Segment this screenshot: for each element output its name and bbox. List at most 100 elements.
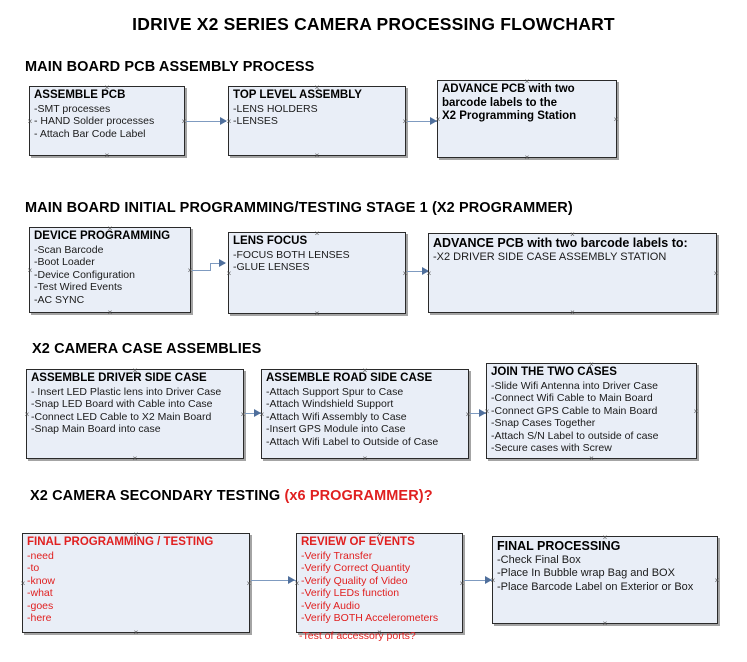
box-line: -Place In Bubble wrap Bag and BOX [497,567,675,580]
box-final-processing[interactable]: FINAL PROCESSING -Check Final Box -Place… [492,536,718,624]
connector-arrow [219,259,226,267]
connection-handle-right[interactable] [713,270,720,277]
section-heading-main-board-initial-programming: MAIN BOARD INITIAL PROGRAMMING/TESTING S… [25,200,573,216]
connector-line [210,263,211,271]
box-line: -Verify BOTH Accelerometers [301,612,439,625]
connection-handle-right[interactable] [613,116,620,123]
box-advance-pcb-programming-station[interactable]: ADVANCE PCB with two barcode labels to t… [437,80,617,158]
box-title: FINAL PROCESSING [497,539,621,553]
box-line: -what [27,587,53,600]
connector-arrow [254,409,261,417]
box-line: -X2 DRIVER SIDE CASE ASSEMBLY STATION [433,251,667,263]
box-line: -goes [27,599,54,612]
box-advance-pcb-driver-side-case[interactable]: ADVANCE PCB with two barcode labels to: … [428,233,717,313]
connector-line [407,121,437,122]
connector-arrow [422,267,429,275]
connection-handle-bottom[interactable] [107,309,114,316]
box-line: -Snap Main Board into case [31,423,161,436]
box-title: LENS FOCUS [233,235,308,247]
connection-handle-bottom[interactable] [132,455,139,462]
box-title: JOIN THE TWO CASES [491,366,617,378]
box-line: -Connect LED Cable to X2 Main Board [31,410,212,423]
section-heading-main-board-pcb-assembly-process: MAIN BOARD PCB ASSEMBLY PROCESS [25,59,315,75]
connection-handle-left[interactable] [27,267,34,274]
connection-handle-left[interactable] [27,118,34,125]
connector-arrow [220,117,227,125]
box-line: -Verify Correct Quantity [301,562,411,575]
box-line: -Attach Wifi Label to Outside of Case [266,435,439,448]
connector-line [192,270,211,271]
box-top-level-assembly[interactable]: TOP LEVEL ASSEMBLY -LENS HOLDERS -LENSES [228,86,406,156]
box-line: -Verify Quality of Video [301,574,408,587]
connection-handle-left[interactable] [24,411,31,418]
box-line: -Secure cases with Screw [491,442,612,455]
box-review-of-events[interactable]: REVIEW OF EVENTS -Verify Transfer -Verif… [296,533,463,633]
box-line: - Attach Bar Code Label [34,127,146,140]
box-assemble-road-side-case[interactable]: ASSEMBLE ROAD SIDE CASE -Attach Support … [261,369,469,459]
box-assemble-driver-side-case[interactable]: ASSEMBLE DRIVER SIDE CASE - Insert LED P… [26,369,244,459]
connector-line [407,271,429,272]
box-title-line2: barcode labels to the [442,96,558,109]
box-title: REVIEW OF EVENTS [301,536,415,548]
box-overflow-line-review-of-events: -Test of accessory ports? [299,630,416,642]
connection-handle-right[interactable] [465,411,472,418]
box-line: -Attach Windshield Support [266,398,394,411]
box-title-line3: X2 Programming Station [442,110,577,122]
connection-handle-left[interactable] [20,580,27,587]
connector-line [464,580,492,581]
connection-handle-bottom[interactable] [569,309,576,316]
box-line: -Check Final Box [497,554,581,566]
box-line: -LENS HOLDERS [233,102,318,115]
box-title: TOP LEVEL ASSEMBLY [233,89,362,101]
box-title: ASSEMBLE ROAD SIDE CASE [266,372,433,384]
box-line: -Attach Support Spur to Case [266,385,404,398]
connector-line [186,121,226,122]
connection-handle-bottom[interactable] [314,310,321,317]
connection-handle-bottom[interactable] [133,629,140,636]
connector-line [470,413,487,414]
connection-handle-bottom[interactable] [362,455,369,462]
box-line: -Boot Loader [34,256,95,269]
box-line: - Insert LED Plastic lens into Driver Ca… [31,385,222,398]
box-device-programming[interactable]: DEVICE PROGRAMMING -Scan Barcode -Boot L… [29,227,191,313]
box-line: -GLUE LENSES [233,261,310,274]
connection-handle-right[interactable] [714,577,721,584]
connection-handle-bottom[interactable] [104,152,111,159]
box-line: -Snap LED Board with Cable into Case [31,398,213,411]
connection-handle-bottom[interactable] [314,152,321,159]
box-line: -Scan Barcode [34,243,104,256]
box-title: ASSEMBLE PCB [34,89,126,101]
box-line: -Place Barcode Label on Exterior or Box [497,580,694,593]
box-title: DEVICE PROGRAMMING [34,230,171,242]
box-title: ASSEMBLE DRIVER SIDE CASE [31,372,207,384]
box-line: -Test Wired Events [34,281,123,294]
box-line: -Snap Cases Together [491,417,596,430]
section-heading-annotation: (x6 PROGRAMMER)? [284,488,433,504]
box-line: -need [27,549,54,562]
section-heading-text: X2 CAMERA SECONDARY TESTING [30,488,285,504]
section-heading-x2-camera-case-assemblies: X2 CAMERA CASE ASSEMBLIES [32,341,262,357]
box-title: ADVANCE PCB with two [442,83,575,95]
connection-handle-right[interactable] [240,411,247,418]
box-join-the-two-cases[interactable]: JOIN THE TWO CASES -Slide Wifi Antenna i… [486,363,697,459]
box-line: -FOCUS BOTH LENSES [233,248,350,261]
connection-handle-bottom[interactable] [602,620,609,627]
page-title: IDRIVE X2 SERIES CAMERA PROCESSING FLOWC… [132,14,615,34]
connection-handle-bottom[interactable] [524,154,531,161]
connector-arrow [485,576,492,584]
box-lens-focus[interactable]: LENS FOCUS -FOCUS BOTH LENSES -GLUE LENS… [228,232,406,314]
box-final-programming-testing[interactable]: FINAL PROGRAMMING / TESTING -need -to -k… [22,533,250,633]
box-assemble-pcb[interactable]: ASSEMBLE PCB -SMT processes - HAND Solde… [29,86,185,156]
box-line: -here [27,612,52,625]
box-title: ADVANCE PCB with two barcode labels to: [433,236,688,250]
box-line: - HAND Solder processes [34,115,155,128]
connection-handle-right[interactable] [693,408,700,415]
connection-handle-left[interactable] [226,270,233,277]
box-line: -Device Configuration [34,268,135,281]
connector-arrow [288,576,295,584]
box-title: FINAL PROGRAMMING / TESTING [27,536,214,548]
box-line: -Attach S/N Label to outside of case [491,429,659,442]
box-line: -Verify Transfer [301,549,373,562]
connection-handle-bottom[interactable] [588,455,595,462]
